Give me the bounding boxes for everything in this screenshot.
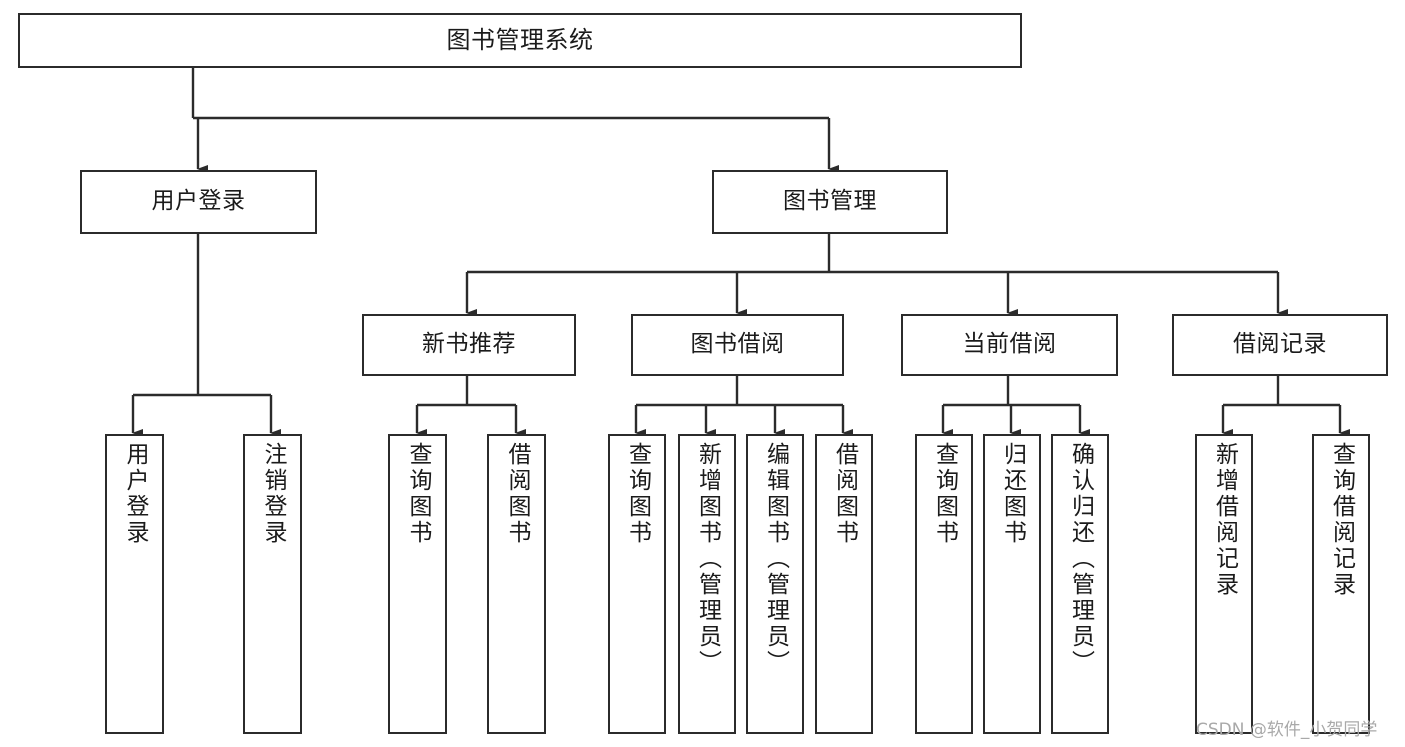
node-root[interactable]: 图书管理系统 — [18, 13, 1022, 68]
node-label-leaf-return-book: 归还图书 — [999, 442, 1026, 546]
node-leaf-confirm-return-admin[interactable]: 确认归还（管理员） — [1051, 434, 1109, 734]
node-leaf-edit-book-admin[interactable]: 编辑图书（管理员） — [746, 434, 804, 734]
node-label-new-book-rec: 新书推荐 — [422, 331, 516, 358]
node-new-book-rec[interactable]: 新书推荐 — [362, 314, 576, 376]
node-label-leaf-rec-query-book: 查询图书 — [405, 442, 431, 546]
node-leaf-rec-borrow-book[interactable]: 借阅图书 — [487, 434, 546, 734]
node-book-borrow[interactable]: 图书借阅 — [631, 314, 844, 376]
node-leaf-borrow-book[interactable]: 借阅图书 — [815, 434, 873, 734]
node-label-leaf-add-book-admin: 新增图书（管理员） — [694, 442, 721, 676]
node-leaf-logout[interactable]: 注销登录 — [243, 434, 302, 734]
node-label-leaf-confirm-return-admin: 确认归还（管理员） — [1067, 442, 1094, 676]
node-leaf-add-borrow-record[interactable]: 新增借阅记录 — [1195, 434, 1253, 734]
node-label-leaf-query-borrow-record: 查询借阅记录 — [1328, 442, 1355, 598]
node-leaf-user-login[interactable]: 用户登录 — [105, 434, 164, 734]
node-leaf-add-book-admin[interactable]: 新增图书（管理员） — [678, 434, 736, 734]
node-label-leaf-cur-query-book: 查询图书 — [931, 442, 958, 546]
node-label-borrow-record: 借阅记录 — [1233, 331, 1327, 358]
node-borrow-record[interactable]: 借阅记录 — [1172, 314, 1388, 376]
node-label-leaf-user-login: 用户登录 — [122, 442, 148, 546]
node-label-user-login: 用户登录 — [151, 188, 246, 215]
node-label-leaf-borrow-book: 借阅图书 — [831, 442, 858, 546]
node-label-root: 图书管理系统 — [446, 26, 594, 55]
node-label-leaf-borrow-query-book: 查询图书 — [624, 442, 651, 546]
node-current-borrow[interactable]: 当前借阅 — [901, 314, 1118, 376]
node-leaf-cur-query-book[interactable]: 查询图书 — [915, 434, 973, 734]
node-leaf-rec-query-book[interactable]: 查询图书 — [388, 434, 447, 734]
node-leaf-borrow-query-book[interactable]: 查询图书 — [608, 434, 666, 734]
node-label-leaf-rec-borrow-book: 借阅图书 — [504, 442, 530, 546]
node-label-leaf-logout: 注销登录 — [260, 442, 286, 546]
node-label-current-borrow: 当前借阅 — [962, 331, 1057, 358]
node-label-book-borrow: 图书借阅 — [690, 331, 785, 358]
node-user-login[interactable]: 用户登录 — [80, 170, 317, 234]
node-label-leaf-add-borrow-record: 新增借阅记录 — [1211, 442, 1238, 598]
node-label-book-manage: 图书管理 — [783, 188, 877, 215]
node-book-manage[interactable]: 图书管理 — [712, 170, 948, 234]
node-label-leaf-edit-book-admin: 编辑图书（管理员） — [762, 442, 789, 676]
node-leaf-query-borrow-record[interactable]: 查询借阅记录 — [1312, 434, 1370, 734]
node-leaf-return-book[interactable]: 归还图书 — [983, 434, 1041, 734]
